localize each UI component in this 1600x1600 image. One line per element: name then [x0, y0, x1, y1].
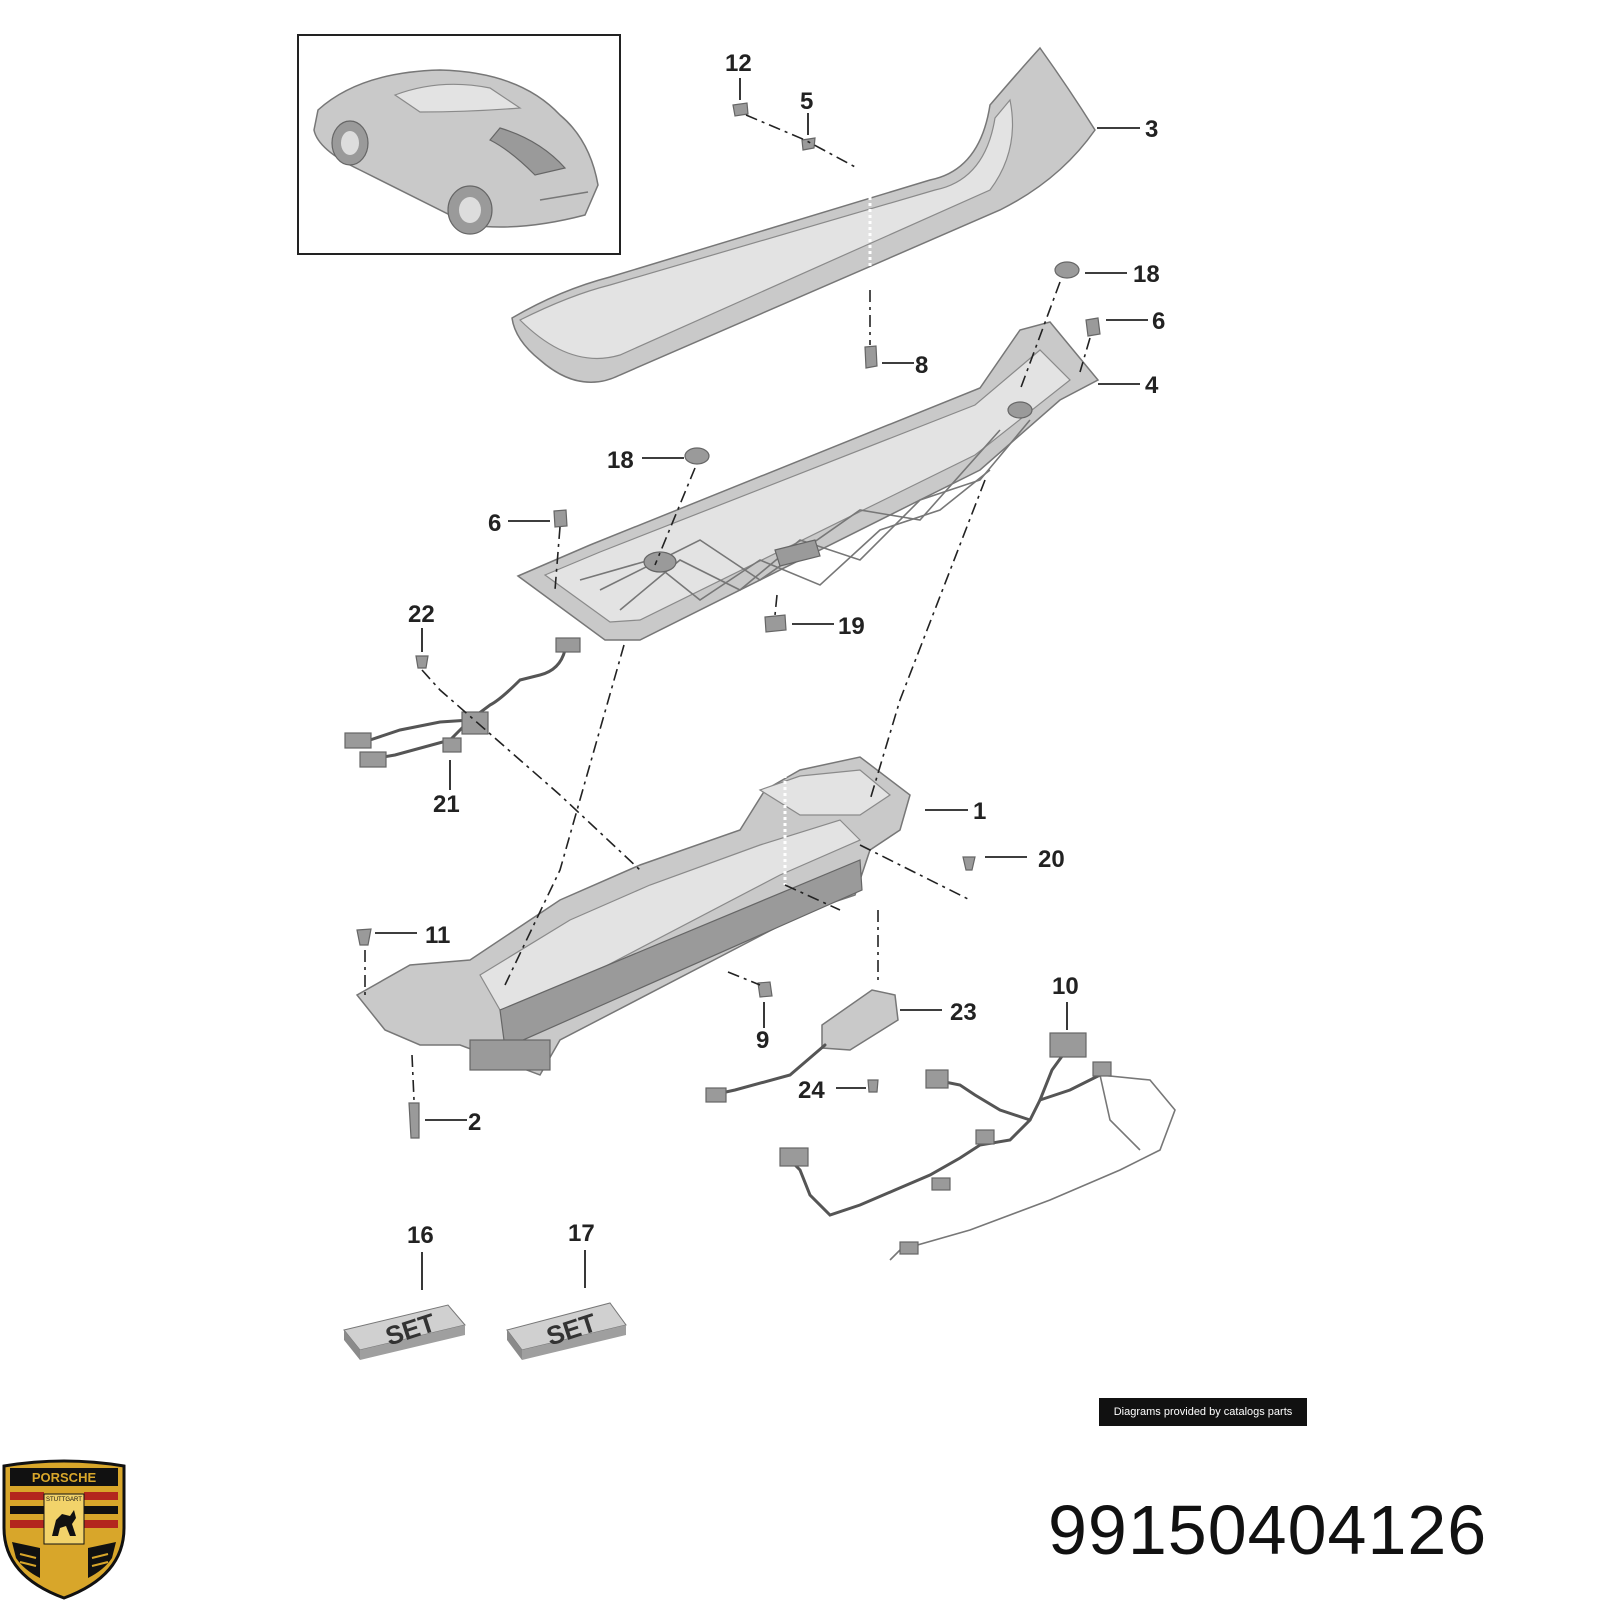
callout-11: 11 [425, 922, 450, 949]
callout-24: 24 [798, 1077, 825, 1104]
callout-6-upper: 6 [1152, 308, 1165, 335]
porsche-crest-logo: PORSCHE STUTTGART [2, 1459, 126, 1600]
callout-5: 5 [800, 88, 813, 115]
callout-12: 12 [725, 50, 752, 77]
callout-23: 23 [950, 999, 977, 1026]
inset-car-view [297, 34, 621, 255]
set-label-16: SET [382, 1307, 439, 1351]
callout-22: 22 [408, 601, 435, 628]
callout-17: 17 [568, 1220, 595, 1247]
harness-part-10 [779, 1032, 1176, 1261]
set-box-16: SET [343, 1304, 466, 1360]
carrier-part-4 [516, 321, 1100, 641]
crest-brand-text: PORSCHE [32, 1470, 97, 1485]
callout-18-upper: 18 [1133, 261, 1160, 288]
callout-16: 16 [407, 1222, 434, 1249]
callout-4: 4 [1145, 372, 1159, 399]
leader-lines [375, 78, 1148, 1290]
fasteners [356, 102, 1101, 1139]
assembly-lines [364, 114, 1091, 1101]
callout-8: 8 [915, 352, 928, 379]
part-number: 99150404126 [1048, 1491, 1488, 1569]
callout-3: 3 [1145, 116, 1158, 143]
callout-19: 19 [838, 613, 865, 640]
set-label-17: SET [543, 1307, 600, 1351]
callout-2: 2 [468, 1109, 481, 1136]
callout-10: 10 [1052, 973, 1079, 1000]
harness-part-21 [344, 637, 581, 768]
credit-text: Diagrams provided by catalogs parts [1113, 1406, 1293, 1418]
callout-20: 20 [1038, 846, 1065, 873]
spoiler-part-3 [511, 46, 1096, 383]
callout-9: 9 [756, 1027, 769, 1054]
crest-city-text: STUTTGART [46, 1497, 82, 1503]
crossmember-part-1 [355, 756, 911, 1076]
callout-18-lower: 18 [607, 447, 634, 474]
credit-badge: Diagrams provided by catalogs parts [1099, 1398, 1307, 1426]
callout-21: 21 [433, 791, 460, 818]
callout-6-lower: 6 [488, 510, 501, 537]
callout-1: 1 [973, 798, 986, 825]
callout-labels: 12 5 3 18 6 8 4 18 6 22 19 21 1 20 11 10… [407, 50, 1165, 1249]
set-box-17: SET [506, 1302, 627, 1360]
sensor-part-23 [705, 989, 899, 1103]
